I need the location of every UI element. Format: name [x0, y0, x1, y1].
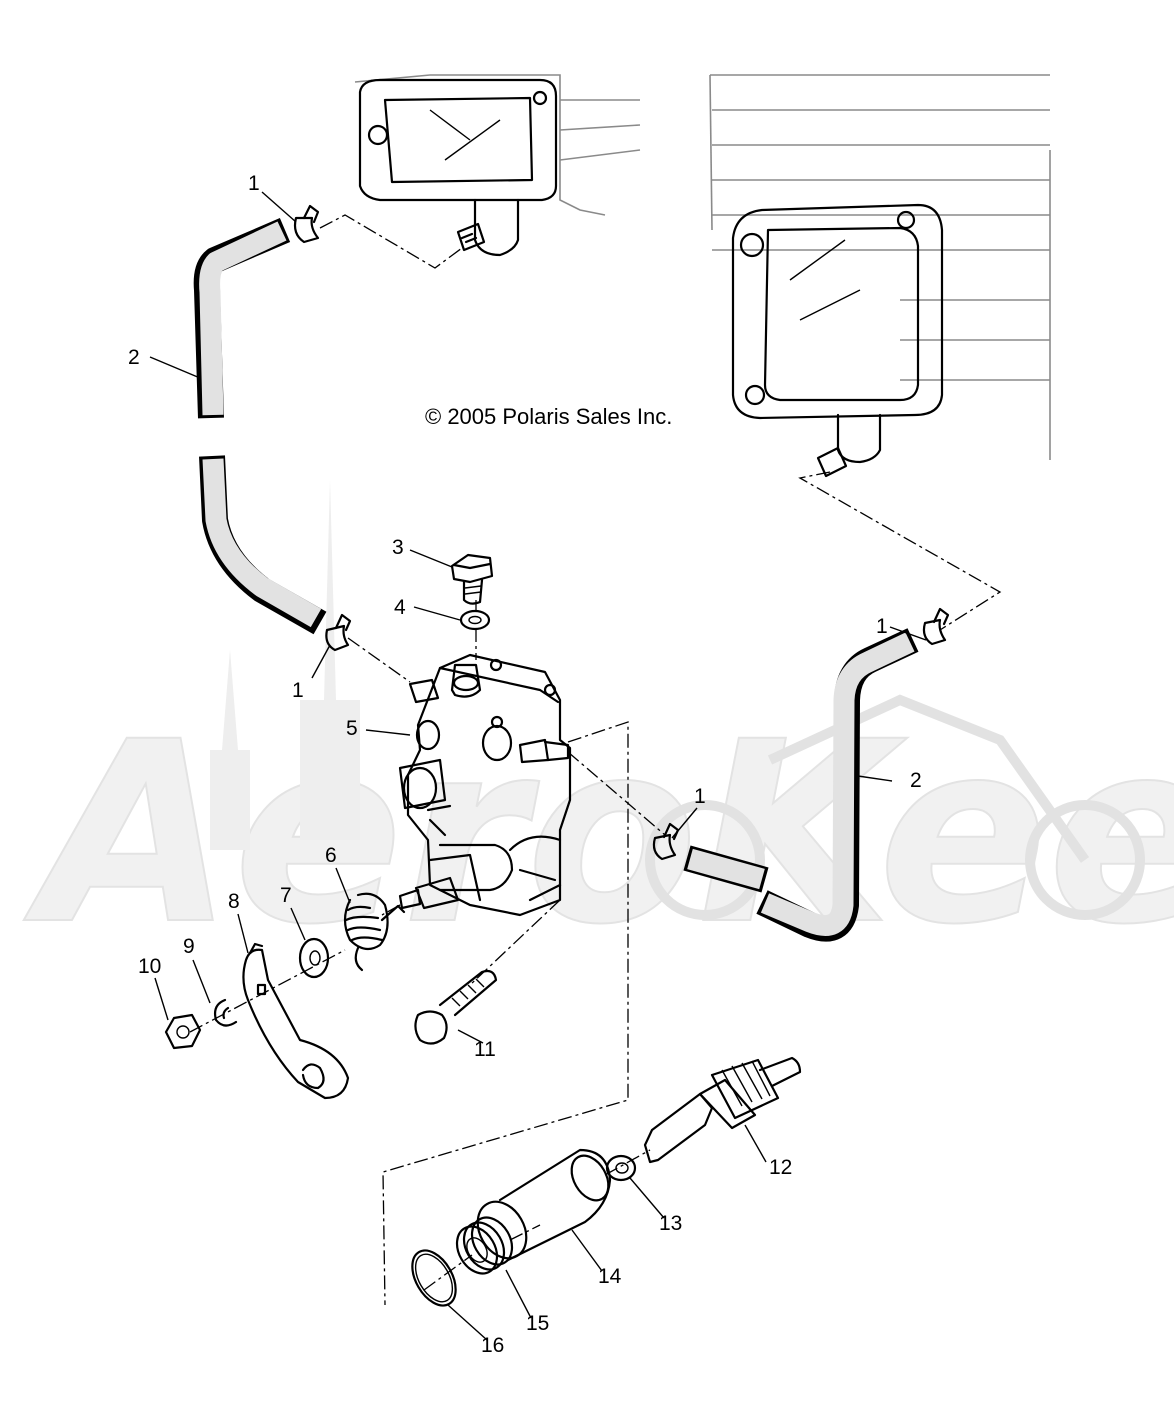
hose-right-lower — [683, 845, 769, 893]
thrust-washer-icon — [605, 1154, 637, 1182]
washer-icon — [459, 609, 491, 631]
watermark-cathedral-icon — [210, 480, 360, 850]
callout-1-top: 1 — [248, 172, 260, 195]
oil-seal-icon — [455, 1216, 514, 1275]
cylinder-left-fitting — [456, 222, 486, 252]
spacer-washer-icon — [298, 937, 330, 979]
cylinder-left — [354, 74, 641, 257]
hose-right-main — [756, 628, 919, 942]
hose-left-lower — [199, 455, 327, 635]
o-ring-icon — [411, 1249, 457, 1307]
assembly-lines — [189, 214, 1002, 1306]
clamp-icon-right-top — [922, 607, 950, 646]
mounting-screw-icon — [414, 969, 498, 1045]
bushing-sleeve-icon — [476, 1148, 612, 1262]
callout-15: 15 — [526, 1312, 549, 1335]
watermark: AeroKeem — [22, 480, 1174, 980]
callout-12: 12 — [769, 1156, 792, 1179]
callout-6: 6 — [325, 844, 337, 867]
callout-11: 11 — [474, 1038, 496, 1061]
control-lever-icon — [242, 942, 350, 1100]
leader-lines — [149, 191, 927, 1341]
callout-1-left: 1 — [292, 679, 304, 702]
callout-16: 16 — [481, 1334, 504, 1357]
callout-13: 13 — [659, 1212, 682, 1235]
callout-8: 8 — [228, 890, 240, 913]
callout-10: 10 — [138, 955, 161, 978]
hose-left-upper — [193, 218, 291, 419]
clamp-icon-top — [293, 204, 320, 244]
callout-7: 7 — [280, 884, 292, 907]
callout-1-right: 1 — [876, 615, 888, 638]
pump-spindle — [398, 876, 460, 910]
drive-gear-shaft-icon — [643, 1056, 802, 1164]
copyright-text: © 2005 Polaris Sales Inc. — [425, 404, 672, 429]
callout-2-right: 2 — [910, 769, 922, 792]
callout-14: 14 — [598, 1265, 622, 1288]
callout-9: 9 — [183, 935, 195, 958]
cylinder-right — [709, 74, 1051, 478]
lock-washer-icon — [213, 998, 238, 1027]
callout-labels: 1 2 3 4 1 5 1 2 1 6 7 8 9 10 11 12 13 14… — [128, 172, 922, 1357]
clamp-icon-left — [325, 613, 352, 652]
oil-pump-body — [398, 653, 572, 917]
callout-2-left: 2 — [128, 346, 140, 369]
banjo-bolt-icon — [450, 553, 494, 605]
hex-nut-icon — [164, 1013, 202, 1050]
clamp-icon-right-mid — [652, 822, 680, 861]
callout-5: 5 — [346, 717, 358, 740]
callout-4: 4 — [394, 596, 406, 619]
callout-1-mid: 1 — [694, 785, 706, 808]
callout-3: 3 — [392, 536, 404, 559]
